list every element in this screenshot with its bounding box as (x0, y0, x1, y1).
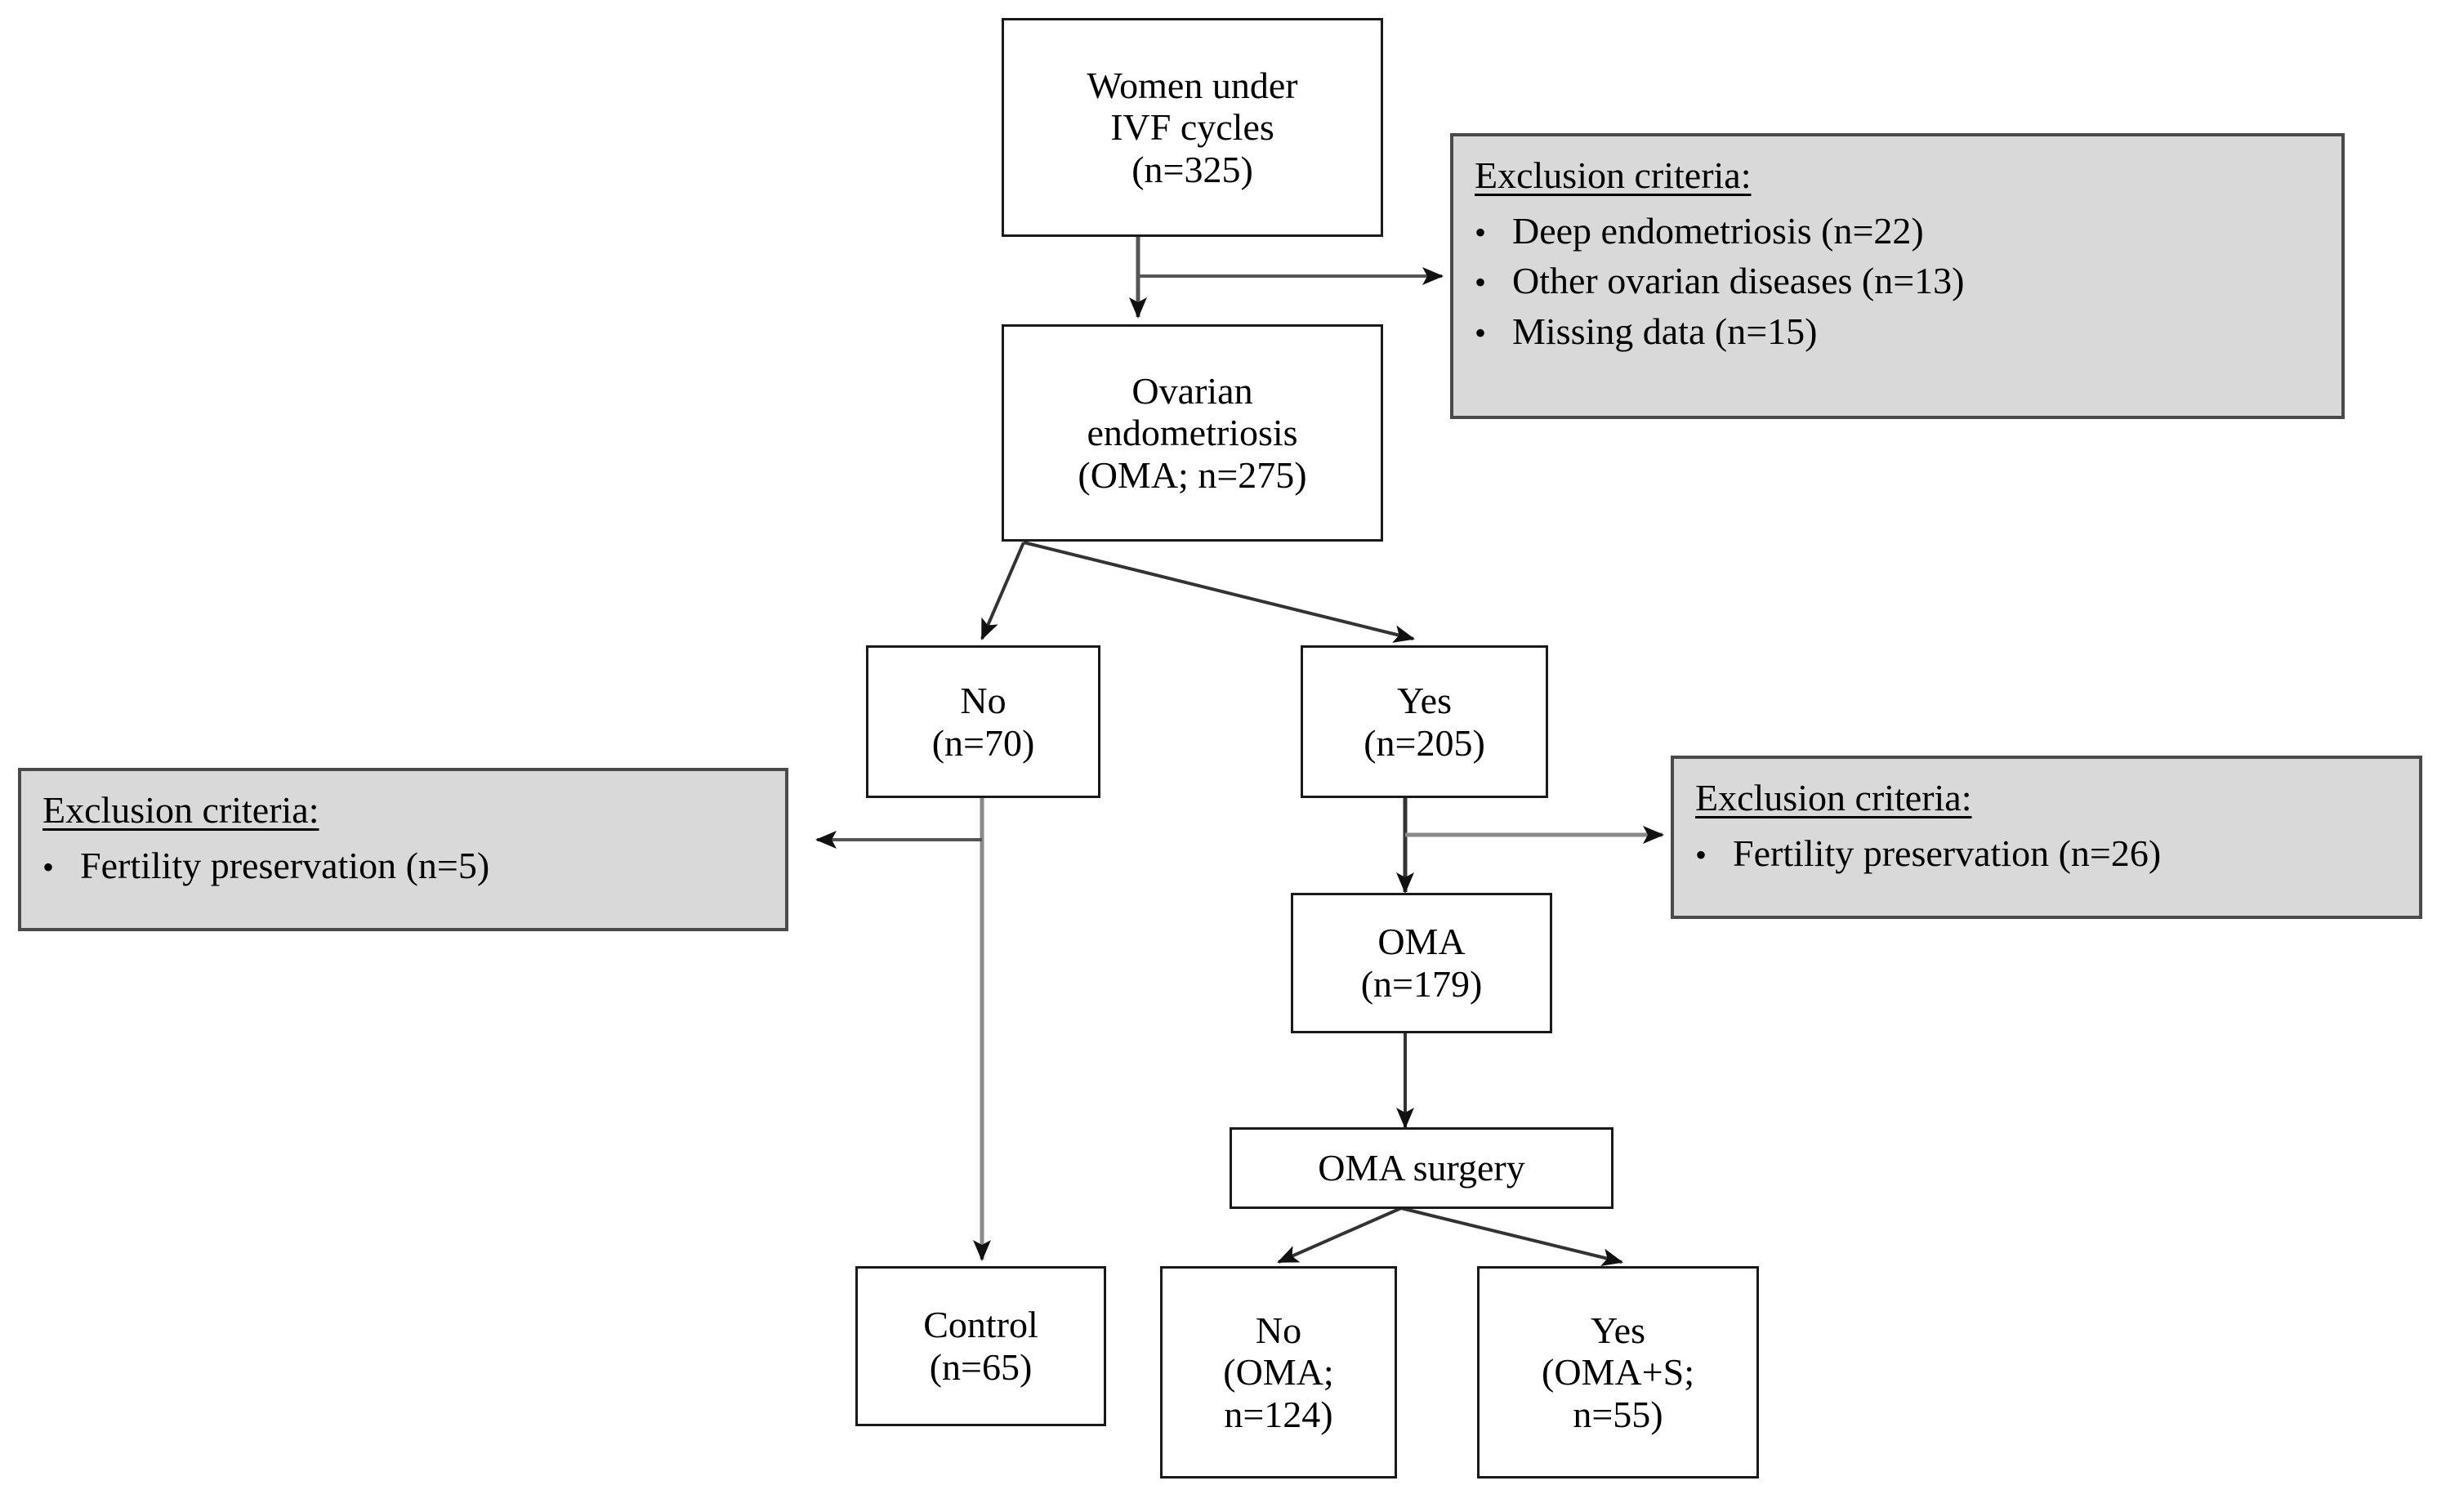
list-item: • Other ovarian diseases (n=13) (1475, 260, 1964, 302)
node-line: n=55) (1573, 1393, 1663, 1435)
node-line: Ovarian (1131, 369, 1253, 412)
exclusion-item-text: Other ovarian diseases (n=13) (1512, 260, 1965, 302)
exclusion-box-top[interactable]: Exclusion criteria: • Deep endometriosis… (1450, 133, 2345, 419)
exclusion-item-text: Deep endometriosis (n=22) (1512, 209, 1924, 252)
bullet-icon: • (1695, 836, 1707, 873)
node-ovarian-endometriosis[interactable]: Ovarian endometriosis (OMA; n=275) (1002, 324, 1383, 542)
node-line: Women under (1087, 64, 1298, 106)
node-line: (n=325) (1131, 148, 1253, 190)
node-line: n=124) (1224, 1393, 1333, 1435)
exclusion-title: Exclusion criteria: (1475, 154, 1752, 196)
node-line: (OMA; n=275) (1078, 453, 1307, 496)
exclusion-item-text: Fertility preservation (n=26) (1733, 832, 2162, 874)
node-line: OMA (1377, 921, 1466, 963)
list-item: • Deep endometriosis (n=22) (1475, 210, 1964, 252)
node-line: (n=205) (1364, 721, 1485, 764)
bullet-icon: • (1475, 213, 1487, 251)
node-line: OMA surgery (1318, 1147, 1525, 1189)
node-surgery-yes[interactable]: Yes (OMA+S; n=55) (1477, 1266, 1759, 1479)
node-oma-surgery[interactable]: OMA surgery (1230, 1127, 1614, 1209)
exclusion-list: • Fertility preservation (n=5) (42, 840, 489, 895)
node-women-under-ivf-cycles[interactable]: Women under IVF cycles (n=325) (1002, 18, 1383, 237)
list-item: • Fertility preservation (n=5) (42, 845, 489, 887)
exclusion-title: Exclusion criteria: (42, 789, 319, 831)
exclusion-list: • Fertility preservation (n=26) (1695, 827, 2161, 883)
node-oma[interactable]: OMA (n=179) (1291, 893, 1552, 1033)
bullet-icon: • (1475, 264, 1487, 301)
node-line: Yes (1591, 1309, 1645, 1351)
node-control[interactable]: Control (n=65) (855, 1266, 1106, 1426)
edge-ovarian-to-yes (1023, 541, 1415, 643)
node-line: Yes (1397, 679, 1452, 721)
exclusion-item-text: Fertility preservation (n=5) (80, 844, 490, 886)
exclusion-box-right[interactable]: Exclusion criteria: • Fertility preserva… (1671, 756, 2422, 919)
exclusion-title: Exclusion criteria: (1695, 777, 1972, 818)
exclusion-item-text: Missing data (n=15) (1512, 310, 1818, 352)
node-line: No (960, 679, 1006, 721)
node-surgery-no[interactable]: No (OMA; n=124) (1160, 1266, 1397, 1479)
bullet-icon: • (42, 848, 55, 885)
node-line: (n=70) (931, 721, 1035, 764)
node-yes-branch[interactable]: Yes (n=205) (1301, 645, 1548, 798)
edge-ovarian-to-no (980, 542, 1025, 640)
node-line: (OMA; (1223, 1351, 1334, 1394)
node-line: (OMA+S; (1542, 1351, 1694, 1394)
list-item: • Fertility preservation (n=26) (1695, 832, 2161, 875)
exclusion-box-left[interactable]: Exclusion criteria: • Fertility preserva… (18, 768, 788, 931)
exclusion-list: • Deep endometriosis (n=22) • Other ovar… (1475, 205, 1964, 361)
node-line: Control (923, 1304, 1038, 1346)
edge-surgery-to-no (1277, 1206, 1402, 1264)
node-line: (n=179) (1360, 963, 1483, 1005)
node-line: endometriosis (1087, 412, 1298, 454)
node-line: No (1255, 1309, 1302, 1351)
node-no-branch[interactable]: No (n=70) (866, 645, 1100, 798)
bullet-icon: • (1475, 314, 1487, 351)
edge-surgery-to-yes (1400, 1206, 1623, 1266)
list-item: • Missing data (n=15) (1475, 310, 1964, 353)
node-line: (n=65) (929, 1346, 1033, 1388)
node-line: IVF cycles (1110, 106, 1274, 149)
